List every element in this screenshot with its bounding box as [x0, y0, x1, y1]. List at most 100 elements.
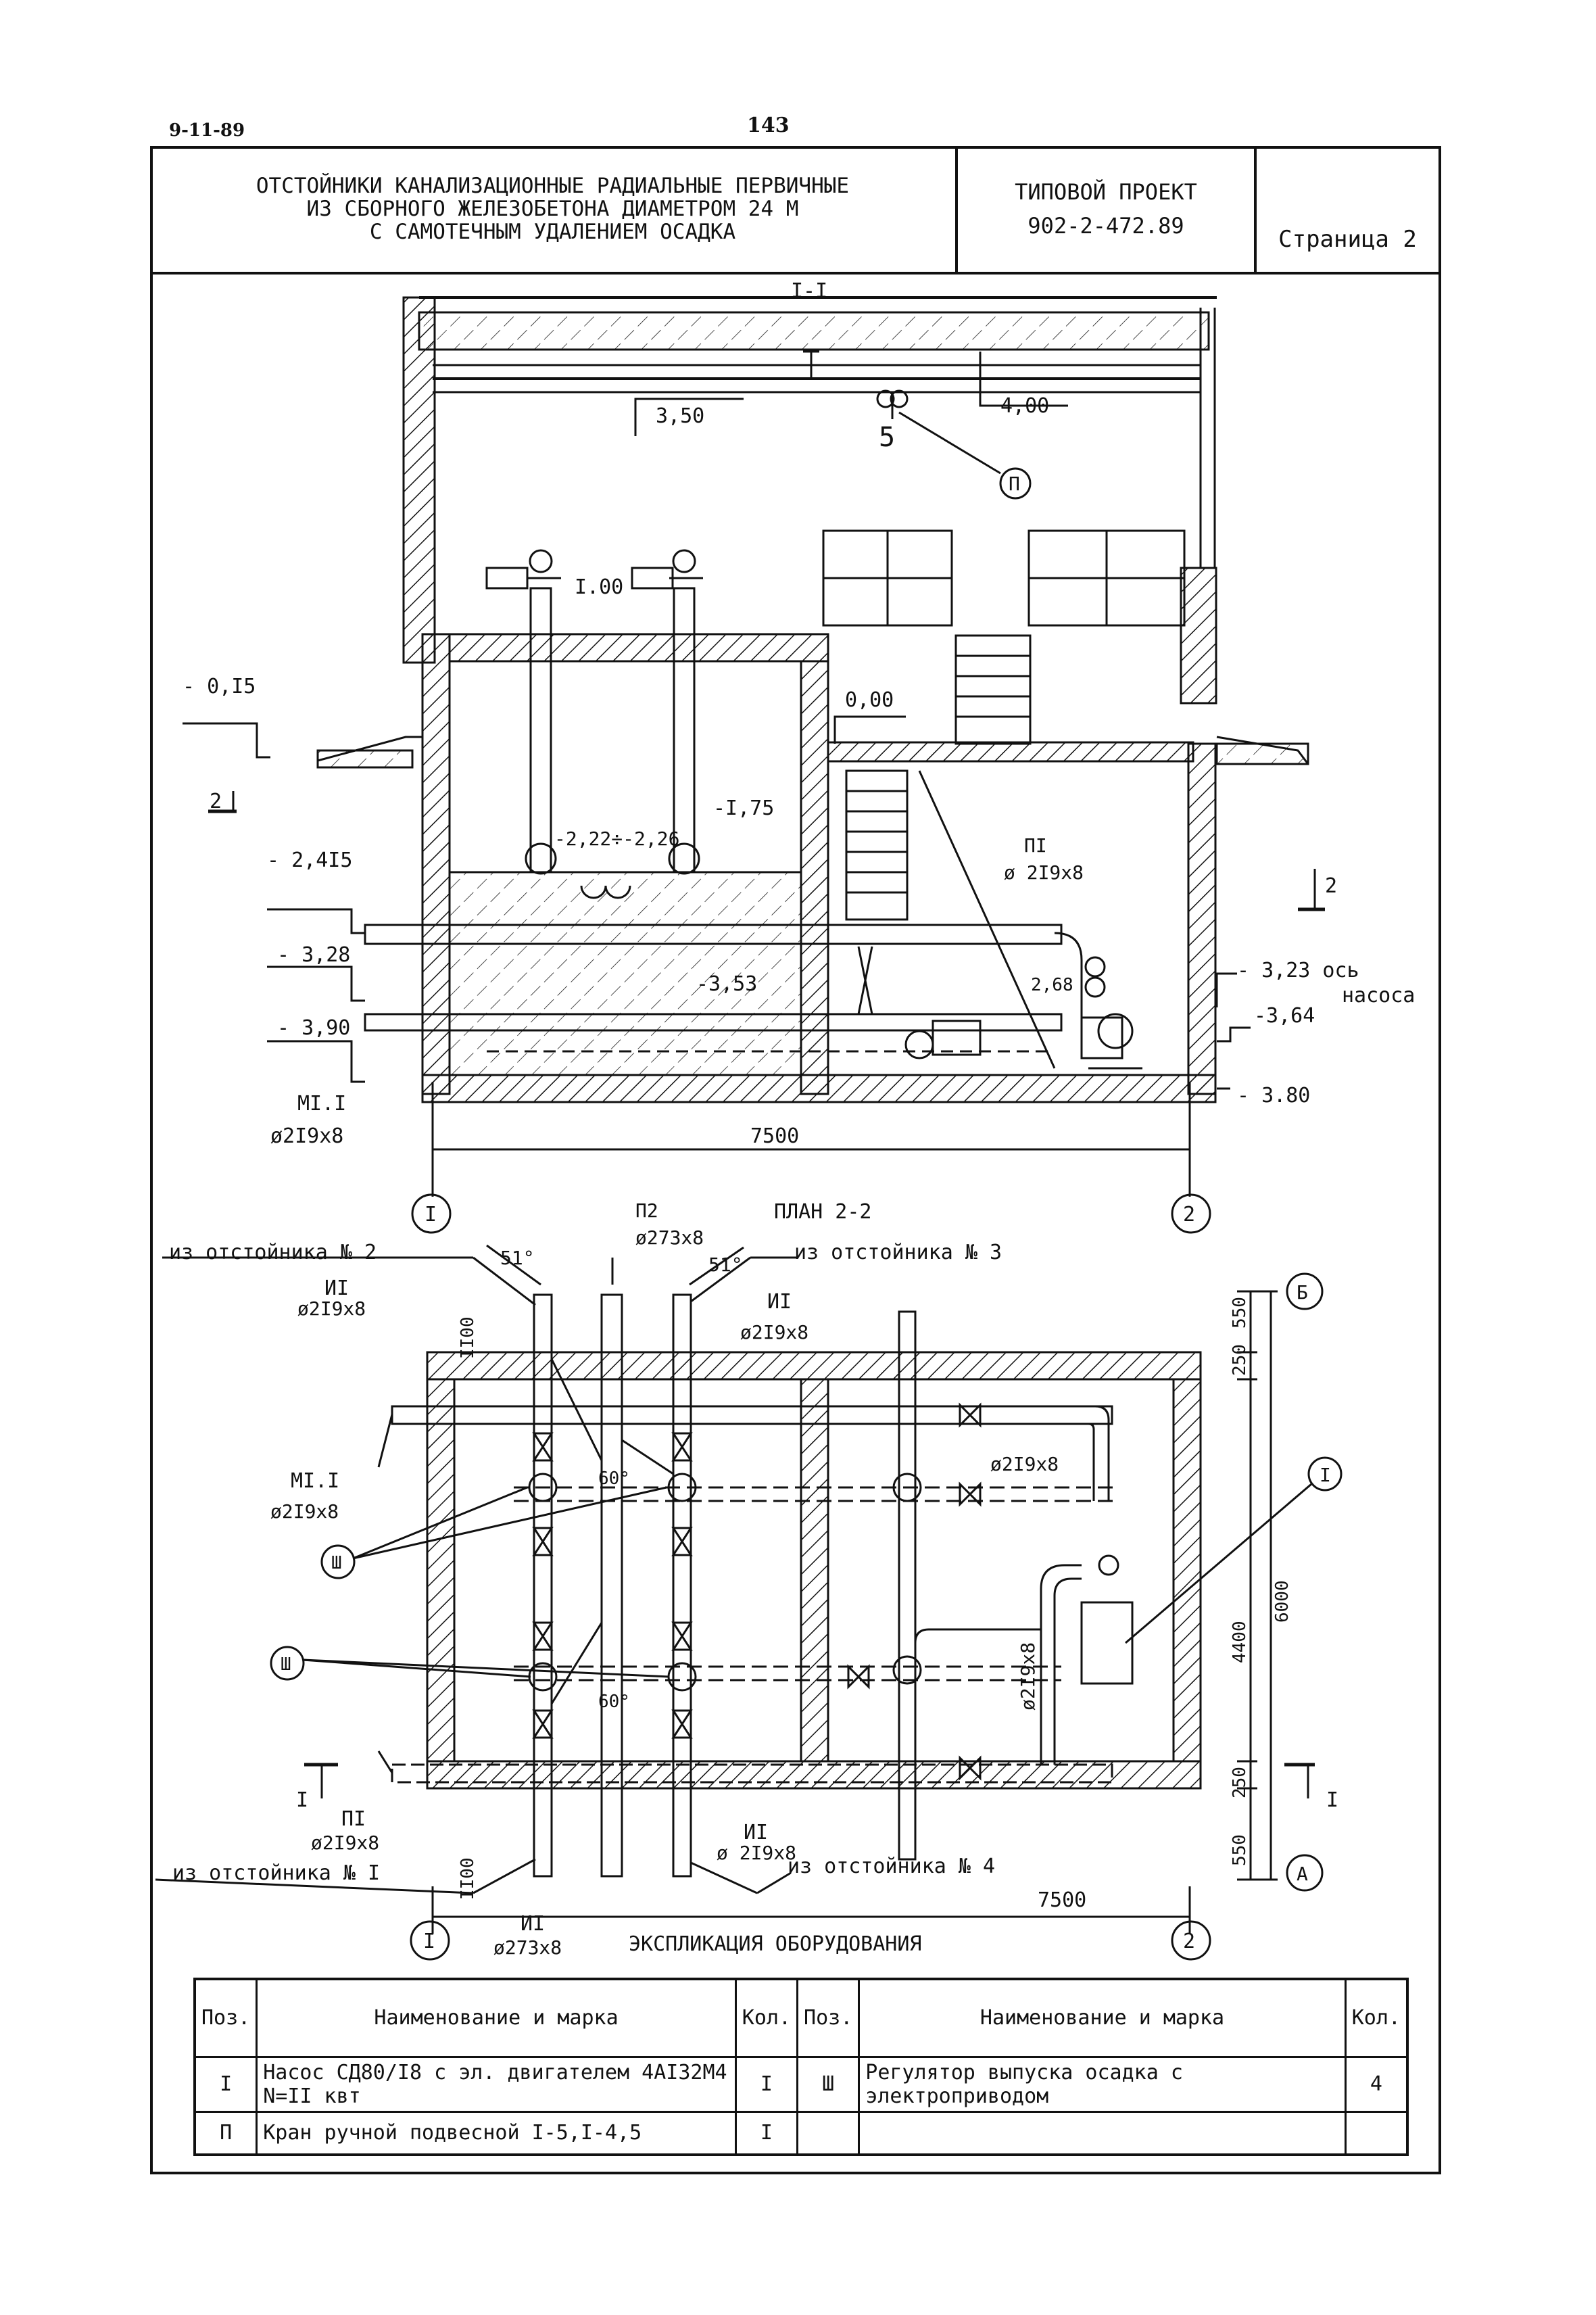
table-row: П Кран ручной подвесной I-5,I-4,5 I — [193, 2110, 1409, 2156]
crane-mark: 5 — [879, 422, 895, 453]
cell — [1344, 2110, 1409, 2156]
level-minus-3-53: -3,53 — [696, 972, 757, 996]
callout-II-circle — [999, 467, 1032, 500]
pump-axis-label: насоса — [1342, 984, 1415, 1007]
i1-c-diameter: ø 2I9x8 — [717, 1842, 796, 1864]
right-lower-wall — [1187, 742, 1217, 1095]
cell — [796, 2110, 861, 2156]
p2-label: П2 — [635, 1199, 658, 1222]
plan-axis-2-circle — [1171, 1920, 1211, 1961]
section-marker-right: 2 — [1325, 874, 1337, 898]
left-upper-wall — [402, 296, 436, 664]
dim-6000: 6000 — [1272, 1580, 1292, 1623]
callout-I: I — [1320, 1464, 1331, 1486]
cut-I-right: I — [1326, 1788, 1338, 1812]
callout-III-b-circle — [270, 1646, 305, 1681]
plan-axis-2: 2 — [1183, 1930, 1195, 1953]
explication-title: ЭКСПЛИКАЦИЯ ОБОРУДОВАНИЯ — [629, 1932, 921, 1956]
from-settler-1: из отстойника № I — [172, 1861, 380, 1885]
dia-219-vertical: ø2I9x8 — [1017, 1642, 1039, 1711]
callout-II: П — [1009, 473, 1020, 495]
level-minus-3-64: -3,64 — [1254, 1004, 1315, 1028]
level-minus-3-90: - 3,90 — [277, 1016, 350, 1040]
dim-4400: 4400 — [1230, 1621, 1250, 1663]
p2-diameter: ø273x8 — [635, 1226, 704, 1249]
dim-250-b: 250 — [1230, 1767, 1250, 1798]
dim-550-b: 550 — [1230, 1834, 1250, 1866]
plan-axis-B: Б — [1297, 1281, 1308, 1304]
angle-60-b: 60° — [598, 1692, 630, 1712]
plan-p1-diameter: ø2I9x8 — [311, 1832, 379, 1854]
cell: I — [734, 2110, 799, 2156]
p1-label: ПI — [1024, 834, 1047, 857]
settled-fill — [448, 871, 802, 1076]
plan-m1-label: MI.I — [291, 1469, 339, 1493]
project-cell: ТИПОВОЙ ПРОЕКТ 902-2-472.89 — [958, 146, 1257, 272]
col-name: Наименование и марка — [256, 1978, 737, 2058]
section-axis-1: I — [425, 1203, 437, 1226]
cell: П — [193, 2110, 258, 2156]
dim-1100-b: II00 — [458, 1857, 478, 1900]
col-pos: Поз. — [193, 1978, 258, 2058]
col-name-2: Наименование и марка — [858, 1978, 1347, 2058]
i1-d-label: ИI — [521, 1912, 545, 1936]
plan-p1-label: ПI — [341, 1807, 366, 1831]
project-type: ТИПОВОЙ ПРОЕКТ — [1015, 179, 1197, 205]
plan-wall-right — [1172, 1378, 1202, 1763]
right-upper-wall — [1180, 567, 1217, 705]
dia-219-right: ø2I9x8 — [990, 1453, 1059, 1475]
plan-valves — [528, 1402, 1119, 1781]
pump-box — [1080, 1601, 1134, 1685]
page-number: 143 — [747, 114, 790, 137]
level-minus-3-23: - 3,23 ось — [1237, 959, 1359, 982]
i1-b-diameter: ø2I9x8 — [740, 1321, 808, 1343]
drawing-title: ОТСТОЙНИКИ КАНАЛИЗАЦИОННЫЕ РАДИАЛЬНЫЕ ПЕ… — [150, 146, 958, 272]
section-labels: I-I 3,50 4,00 5 П I.00 - 0,I5 0,00 2 2 -… — [183, 279, 1415, 1226]
page-label: Страница 2 — [1278, 226, 1417, 253]
dim-550-a: 550 — [1230, 1297, 1250, 1329]
plan-axis-A-circle — [1286, 1854, 1324, 1892]
m1-diameter: ø2I9x8 — [270, 1124, 343, 1148]
cell: Регулятор выпуска осадка с электропривод… — [858, 2055, 1347, 2113]
from-settler-3: из отстойника № 3 — [794, 1241, 1002, 1264]
table-row: I Насос СД80/I8 с эл. двигателем 4АI32М4… — [193, 2055, 1409, 2113]
roof-slab — [418, 311, 1210, 351]
drawing-frame — [150, 146, 1441, 2174]
cell: Насос СД80/I8 с эл. двигателем 4АI32М4 N… — [256, 2055, 737, 2113]
level-minus-0-15: - 0,I5 — [183, 675, 256, 698]
level-4-00: 4,00 — [1000, 394, 1049, 418]
level-minus-3-80: - 3.80 — [1237, 1084, 1310, 1107]
plan-wall-middle — [800, 1378, 829, 1763]
angle-60-a: 60° — [598, 1469, 630, 1489]
from-settler-4: из отстойника № 4 — [788, 1855, 995, 1878]
plan-view — [155, 1244, 1343, 1961]
page-cell: Страница 2 — [1257, 146, 1438, 272]
cut-I-left: I — [296, 1788, 308, 1812]
left-lower-wall — [421, 633, 451, 1095]
i1-b-label: ИI — [767, 1290, 792, 1314]
level-2-22: -2,22÷-2,26 — [554, 828, 679, 850]
axis-2-circle — [1171, 1193, 1211, 1234]
cell: Кран ручной подвесной I-5,I-4,5 — [256, 2110, 737, 2156]
cell: Ш — [796, 2055, 861, 2113]
project-code: 902-2-472.89 — [1027, 213, 1184, 239]
table-header-row: Поз. Наименование и марка Кол. Поз. Наим… — [193, 1978, 1409, 2058]
section-marker-left: 2 — [210, 790, 222, 813]
i1-a-diameter: ø2I9x8 — [297, 1297, 366, 1320]
dim-250-a: 250 — [1230, 1344, 1250, 1376]
level-2-68: 2,68 — [1031, 975, 1073, 995]
from-settler-2: из отстойника № 2 — [169, 1241, 377, 1264]
bottom-slab — [421, 1074, 1217, 1103]
col-qty-2: Кол. — [1344, 1978, 1409, 2058]
plan-axis-1: I — [423, 1930, 435, 1953]
level-0-00: 0,00 — [845, 688, 894, 712]
col-qty: Кол. — [734, 1978, 799, 2058]
plan-wall-top — [426, 1351, 1202, 1381]
i1-c-label: ИI — [744, 1821, 768, 1844]
plan-axis-B-circle — [1286, 1272, 1324, 1310]
top-slab — [448, 633, 829, 663]
callout-I-circle — [1307, 1456, 1343, 1491]
callout-III-b: Ш — [281, 1654, 291, 1675]
cell: 4 — [1344, 2055, 1409, 2113]
